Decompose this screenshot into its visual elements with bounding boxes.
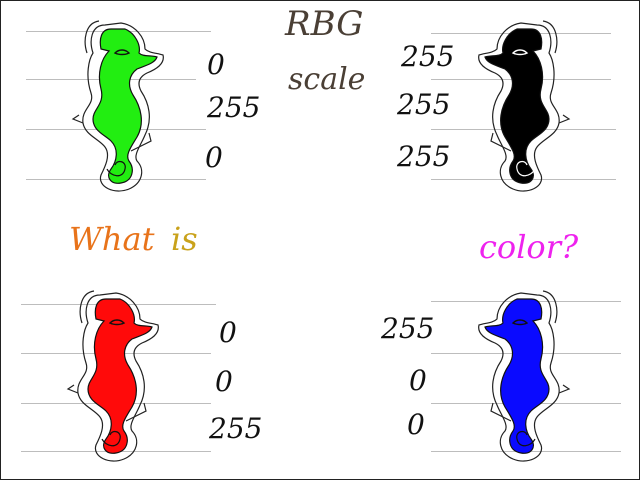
seahorse-tail-curl [101, 430, 121, 447]
seahorse-outer-outline [478, 292, 560, 462]
value-bottom-left-r: 0 [219, 316, 237, 349]
seahorse-outer-outline [82, 22, 164, 192]
seahorse-tail-curl [106, 160, 126, 177]
seahorse-body [87, 298, 153, 454]
seahorse-outer-outline [478, 22, 560, 192]
seahorse-body [484, 28, 550, 184]
seahorse-extra-outline [490, 290, 571, 422]
page-subtitle: scale [288, 62, 366, 97]
value-top-right-b: 255 [397, 140, 451, 173]
seahorse-eye [511, 49, 529, 56]
value-bottom-left-g: 0 [215, 365, 233, 398]
seahorse-outline [66, 290, 159, 462]
seahorse-extra-outline [490, 20, 571, 152]
value-bottom-left-b: 255 [209, 412, 263, 445]
seahorse-outline [478, 20, 571, 192]
seahorse-bottom-right [478, 290, 571, 462]
seahorse-top-left [71, 20, 164, 192]
seahorse-body [484, 298, 550, 454]
value-bottom-right-b: 0 [407, 408, 425, 441]
seahorse-tail-curl [516, 160, 536, 177]
seahorse-outline [71, 20, 164, 192]
value-top-right-r: 255 [401, 40, 455, 73]
value-top-right-g: 255 [397, 88, 451, 121]
seahorse-eye [113, 49, 131, 56]
value-bottom-right-g: 0 [409, 364, 427, 397]
page-title: RBG [285, 4, 364, 44]
seahorse-outline [478, 290, 571, 462]
value-bottom-right-r: 255 [381, 312, 435, 345]
seahorse-extra-outline [71, 20, 152, 152]
seahorse-eye [108, 319, 126, 326]
question-word-color: color? [479, 228, 579, 266]
seahorse-body [92, 28, 158, 184]
seahorse-top-right [478, 20, 571, 192]
question-word-what: What [69, 220, 155, 258]
seahorse-outer-outline [77, 292, 159, 462]
seahorse-extra-outline [66, 290, 147, 422]
value-top-left-g: 255 [207, 91, 261, 124]
value-top-left-r: 0 [207, 48, 225, 81]
seahorse-eye [511, 319, 529, 326]
value-top-left-b: 0 [205, 141, 223, 174]
question-word-is: is [171, 220, 198, 258]
seahorse-bottom-left [66, 290, 159, 462]
seahorse-tail-curl [516, 430, 536, 447]
